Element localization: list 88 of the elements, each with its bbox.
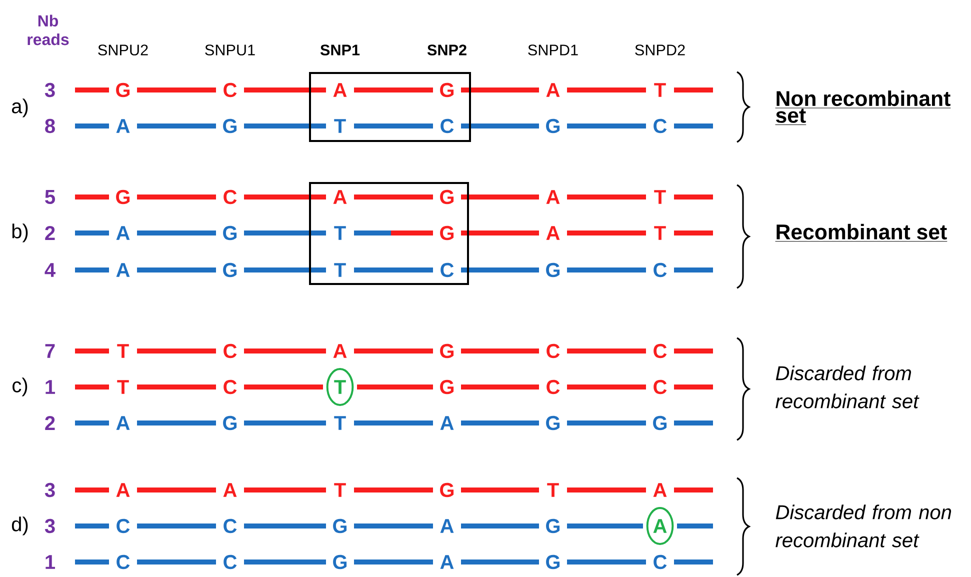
base-letter: G [440, 482, 454, 498]
panel-label: d) [12, 516, 28, 536]
base-letter: G [440, 82, 454, 98]
base-letter: C [224, 344, 237, 358]
circled-base: A [646, 507, 674, 545]
base-letter: T [334, 483, 346, 497]
base-letter: T [117, 344, 129, 358]
panel-label: b) [12, 224, 28, 242]
snp-heading: SNPU1 [205, 44, 255, 56]
read-count: 1 [46, 555, 55, 569]
snp-heading: SNPD2 [635, 44, 685, 56]
set-label: Discarded from non recombinant set [776, 504, 952, 548]
base-letter: G [546, 554, 560, 570]
panel-label: a) [12, 98, 28, 118]
base-letter: G [440, 344, 454, 358]
base-letter: A [333, 83, 347, 97]
read-count: 1 [46, 380, 55, 394]
base-letter: A [333, 190, 347, 204]
base-letter: C [546, 380, 560, 394]
base-letter: T [117, 380, 129, 394]
base-letter: T [334, 119, 346, 133]
base-letter: G [223, 118, 237, 134]
base-letter: A [440, 416, 454, 430]
base-letter: C [654, 380, 667, 394]
read-count: 8 [45, 118, 55, 134]
base-letter: C [224, 190, 237, 204]
base-letter: G [116, 82, 130, 98]
base-letter: C [116, 554, 130, 570]
column-heading: Nb reads [28, 14, 69, 46]
base-letter: C [116, 518, 130, 534]
base-letter: A [440, 519, 454, 533]
base-letter: C [654, 118, 667, 134]
base-letter: G [116, 190, 130, 204]
base-letter: C [224, 518, 237, 534]
base-letter: C [224, 82, 237, 98]
base-letter: T [654, 83, 666, 97]
read-count: 3 [44, 82, 55, 98]
read-count: 4 [44, 263, 56, 277]
circled-base: T [326, 368, 354, 406]
base-letter: C [440, 118, 454, 134]
panel-label: c) [12, 378, 28, 396]
set-label: Recombinant set [775, 224, 948, 242]
base-letter: G [546, 262, 560, 278]
set-label: Discarded from recombinant set [776, 366, 920, 408]
read-count: 7 [45, 344, 55, 358]
read-count: 3 [44, 482, 55, 498]
base-letter: C [224, 554, 237, 570]
base-letter: G [440, 380, 454, 394]
base-letter: A [116, 119, 130, 133]
base-letter: A [116, 226, 130, 240]
base-letter: G [223, 416, 237, 430]
set-label: Non recombinant set [775, 90, 951, 126]
base-letter: G [223, 262, 237, 278]
base-letter: A [546, 83, 560, 97]
base-letter: A [116, 416, 130, 430]
base-letter: G [440, 226, 454, 240]
base-letter: G [546, 118, 560, 134]
base-letter: T [654, 226, 666, 240]
base-letter: G [546, 518, 560, 534]
base-letter: T [654, 190, 666, 204]
base-letter: C [654, 262, 667, 278]
base-letter: A [223, 483, 237, 497]
base-letter: C [654, 344, 667, 358]
base-letter: T [334, 263, 346, 277]
snp-heading: SNP1 [320, 44, 360, 56]
base-letter: G [546, 416, 560, 430]
base-letter: G [223, 226, 237, 240]
base-letter: A [116, 483, 130, 497]
base-letter: A [546, 226, 560, 240]
snp-heading: SNPU2 [98, 44, 148, 56]
read-count: 3 [44, 518, 55, 534]
base-letter: C [224, 380, 237, 394]
base-letter: T [547, 483, 559, 497]
snp-heading: SNPD1 [528, 44, 578, 56]
snp-heading: SNP2 [427, 44, 466, 56]
base-letter: T [334, 226, 346, 240]
base-letter: A [116, 263, 130, 277]
read-count: 2 [45, 226, 55, 240]
base-letter: G [653, 416, 667, 430]
read-count: 2 [45, 416, 55, 430]
base-letter: G [440, 190, 454, 204]
read-count: 5 [45, 190, 55, 204]
base-letter: G [333, 518, 347, 534]
base-letter: C [546, 344, 560, 358]
base-letter: A [440, 555, 454, 569]
base-letter: A [546, 190, 560, 204]
base-letter: G [333, 554, 347, 570]
base-letter: C [440, 262, 454, 278]
